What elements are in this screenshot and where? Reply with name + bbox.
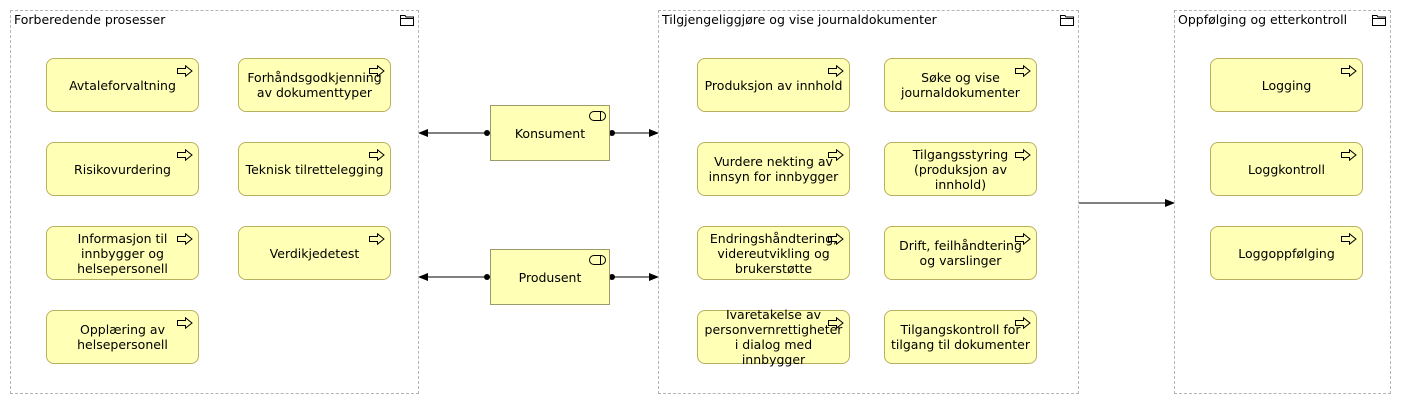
process-arrow-icon bbox=[1341, 65, 1357, 77]
process-drift-feilhandtering[interactable]: Drift, feilhåndtering og varslinger bbox=[884, 226, 1037, 280]
process-avtaleforvaltning[interactable]: Avtaleforvaltning bbox=[46, 58, 199, 112]
interface-label: Produsent bbox=[518, 269, 582, 285]
group-title: Tilgjengeliggjøre og vise journaldokumen… bbox=[662, 12, 937, 27]
process-endringshandtering[interactable]: Endringshåndtering, videreutvikling og b… bbox=[697, 226, 850, 280]
process-label: Loggoppfølging bbox=[1238, 245, 1335, 261]
process-label: Teknisk tilrettelegging bbox=[245, 161, 384, 177]
process-label: Vurdere nekting av innsyn for innbygger bbox=[708, 154, 839, 184]
process-arrow-icon bbox=[177, 317, 193, 329]
process-label: Produksjon av innhold bbox=[704, 77, 843, 93]
process-logging[interactable]: Logging bbox=[1210, 58, 1363, 112]
process-arrow-icon bbox=[369, 233, 385, 245]
interface-konsument[interactable]: Konsument bbox=[490, 105, 610, 161]
process-label: Risikovurdering bbox=[74, 161, 171, 177]
group-oppfolging[interactable]: Oppfølging og etterkontroll bbox=[1174, 10, 1391, 394]
interface-produsent[interactable]: Produsent bbox=[490, 249, 610, 305]
process-arrow-icon bbox=[1015, 317, 1031, 329]
process-arrow-icon bbox=[369, 65, 385, 77]
folder-icon bbox=[1372, 15, 1386, 26]
producer-right-dot bbox=[609, 274, 615, 280]
process-label: Logging bbox=[1261, 77, 1312, 93]
process-arrow-icon bbox=[828, 233, 844, 245]
process-arrow-icon bbox=[1015, 65, 1031, 77]
process-label: Opplæring av helsepersonell bbox=[77, 322, 168, 352]
process-label: Informasjon til innbygger og helseperson… bbox=[77, 230, 168, 276]
process-forhandsgodkjenning[interactable]: Forhåndsgodkjenning av dokumenttyper bbox=[238, 58, 391, 112]
process-loggoppfolging[interactable]: Loggoppfølging bbox=[1210, 226, 1363, 280]
group-forberedende-prosesser[interactable]: Forberedende prosesser bbox=[10, 10, 419, 394]
process-arrow-icon bbox=[1015, 233, 1031, 245]
process-label: Ivaretakelse av personvernrettigheter i … bbox=[704, 307, 843, 367]
process-soke-og-vise[interactable]: Søke og vise journaldokumenter bbox=[884, 58, 1037, 112]
process-label: Søke og vise journaldokumenter bbox=[901, 70, 1020, 100]
process-arrow-icon bbox=[1341, 233, 1357, 245]
process-verdikjedetest[interactable]: Verdikjedetest bbox=[238, 226, 391, 280]
process-arrow-icon bbox=[828, 65, 844, 77]
process-label: Tilgangskontroll for tilgang til dokumen… bbox=[891, 322, 1030, 352]
group-title: Forberedende prosesser bbox=[14, 12, 166, 27]
interface-icon bbox=[589, 255, 606, 265]
process-ivaretakelse-personvern[interactable]: Ivaretakelse av personvernrettigheter i … bbox=[697, 307, 850, 367]
process-arrow-icon bbox=[177, 233, 193, 245]
consumer-right-dot bbox=[609, 130, 615, 136]
process-arrow-icon bbox=[828, 149, 844, 161]
process-arrow-icon bbox=[369, 149, 385, 161]
consumer-left-dot bbox=[484, 130, 490, 136]
interface-label: Konsument bbox=[514, 125, 586, 141]
process-label: Verdikjedetest bbox=[269, 245, 360, 261]
process-label: Avtaleforvaltning bbox=[69, 77, 176, 93]
process-label: Tilgangsstyring (produksjon av innhold) bbox=[912, 146, 1009, 192]
process-label: Endringshåndtering, videreutvikling og b… bbox=[709, 230, 838, 276]
process-produksjon-av-innhold[interactable]: Produksjon av innhold bbox=[697, 58, 850, 112]
process-label: Drift, feilhåndtering og varslinger bbox=[899, 238, 1022, 268]
process-arrow-icon bbox=[177, 65, 193, 77]
process-risikovurdering[interactable]: Risikovurdering bbox=[46, 142, 199, 196]
process-arrow-icon bbox=[1341, 149, 1357, 161]
folder-icon bbox=[400, 15, 414, 26]
process-label: Loggkontroll bbox=[1248, 161, 1325, 177]
process-loggkontroll[interactable]: Loggkontroll bbox=[1210, 142, 1363, 196]
interface-icon bbox=[589, 111, 606, 121]
process-informasjon[interactable]: Informasjon til innbygger og helseperson… bbox=[46, 226, 199, 280]
process-teknisk-tilrettelegging[interactable]: Teknisk tilrettelegging bbox=[238, 142, 391, 196]
process-tilgangsstyring[interactable]: Tilgangsstyring (produksjon av innhold) bbox=[884, 142, 1037, 196]
process-arrow-icon bbox=[828, 317, 844, 329]
process-arrow-icon bbox=[177, 149, 193, 161]
producer-left-dot bbox=[484, 274, 490, 280]
process-label: Forhåndsgodkjenning av dokumenttyper bbox=[247, 70, 382, 100]
folder-icon bbox=[1060, 15, 1074, 26]
process-tilgangskontroll[interactable]: Tilgangskontroll for tilgang til dokumen… bbox=[884, 310, 1037, 364]
group-title: Oppfølging og etterkontroll bbox=[1178, 12, 1348, 27]
process-vurdere-nekting[interactable]: Vurdere nekting av innsyn for innbygger bbox=[697, 142, 850, 196]
group-tilgjengeliggjore[interactable]: Tilgjengeliggjøre og vise journaldokumen… bbox=[658, 10, 1079, 394]
process-opplaering[interactable]: Opplæring av helsepersonell bbox=[46, 310, 199, 364]
process-arrow-icon bbox=[1015, 149, 1031, 161]
